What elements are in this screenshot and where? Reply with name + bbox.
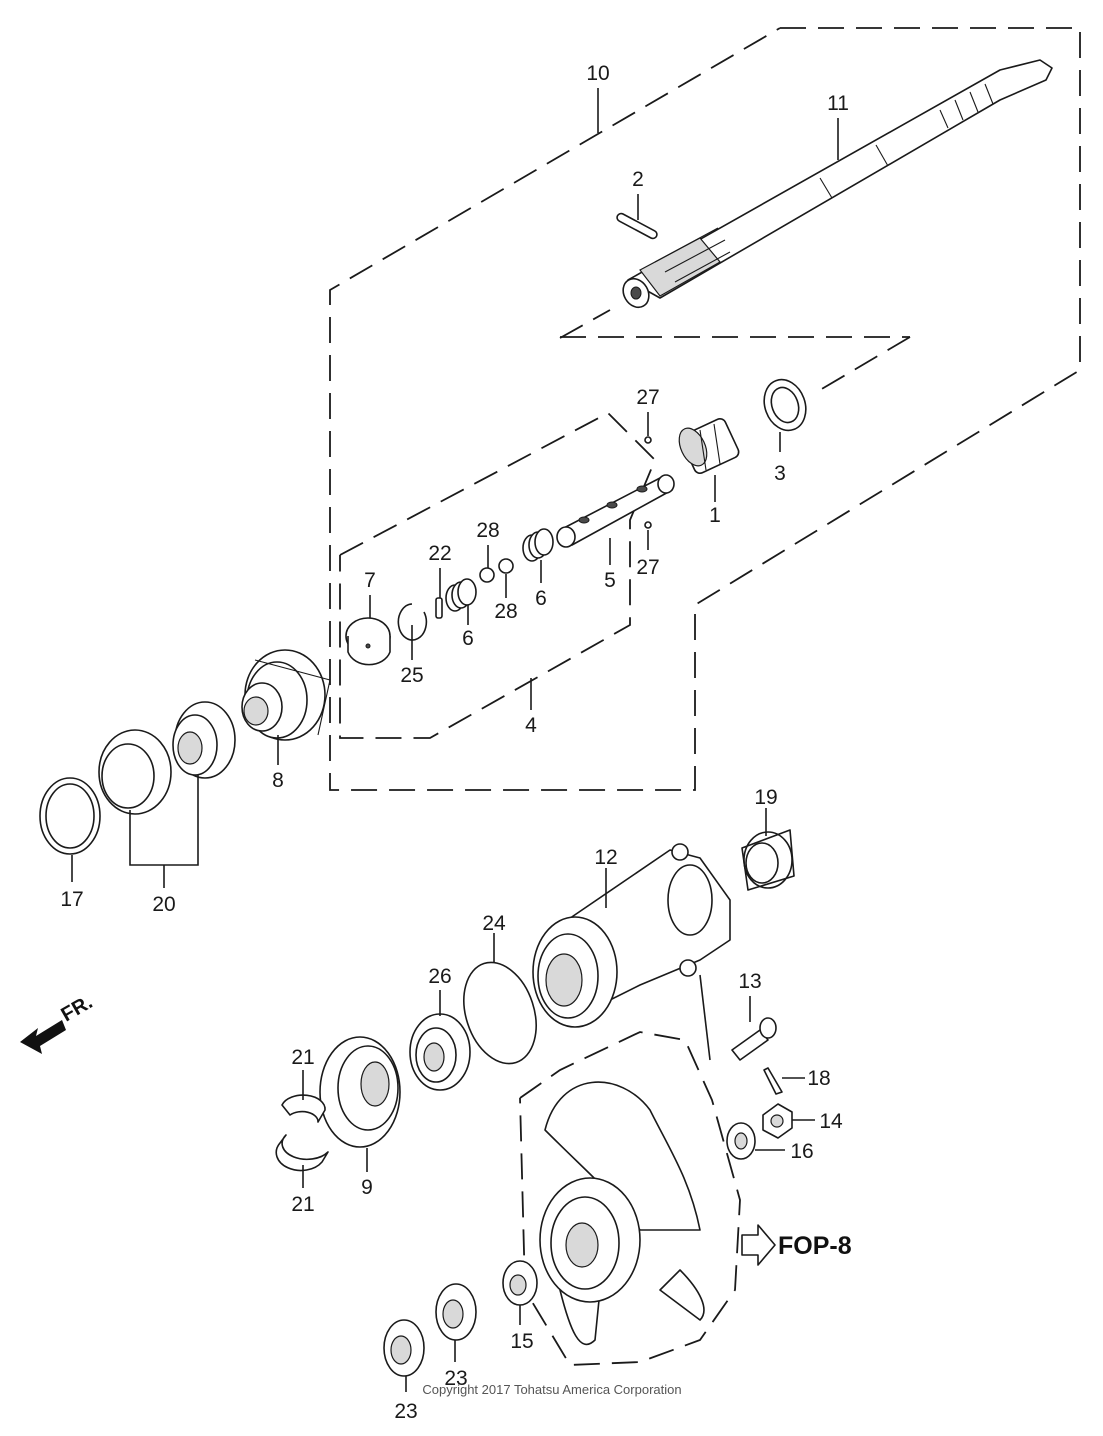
front-label: FR. bbox=[58, 991, 97, 1026]
shim bbox=[39, 777, 101, 855]
callout-19: 19 bbox=[754, 786, 777, 809]
callout-18: 18 bbox=[807, 1067, 830, 1090]
needle-bearing bbox=[741, 829, 795, 891]
callout-1: 1 bbox=[709, 504, 721, 527]
callout-27-bottom: 27 bbox=[636, 556, 659, 579]
ball-bearing bbox=[409, 1013, 471, 1091]
callout-2: 2 bbox=[632, 168, 644, 191]
propeller bbox=[539, 1081, 705, 1346]
spacer bbox=[502, 1260, 538, 1306]
callout-13: 13 bbox=[738, 970, 761, 993]
shaft-inner-boundary bbox=[559, 309, 611, 339]
pin-22 bbox=[435, 597, 443, 619]
callout-28-bottom: 28 bbox=[494, 600, 517, 623]
callout-20: 20 bbox=[152, 893, 175, 916]
copyright-notice: Copyright 2017 Tohatsu America Corporati… bbox=[422, 1382, 681, 1397]
callout-28-top: 28 bbox=[476, 519, 499, 542]
bearing-race bbox=[98, 729, 172, 815]
oil-seal-1 bbox=[435, 1283, 477, 1341]
callout-5: 5 bbox=[604, 569, 616, 592]
roller-bearing bbox=[172, 701, 236, 779]
propeller-boundary bbox=[519, 1031, 741, 1366]
bolt bbox=[731, 1017, 777, 1061]
callout-17: 17 bbox=[60, 888, 83, 911]
callout-3: 3 bbox=[774, 462, 786, 485]
shift-assembly-boundary bbox=[339, 411, 657, 739]
leader-lines bbox=[71, 88, 839, 1392]
shaft-assembly-boundary bbox=[329, 27, 1081, 791]
thrust-washer-upper bbox=[281, 1094, 326, 1123]
callout-9: 9 bbox=[361, 1176, 373, 1199]
plunger bbox=[345, 617, 391, 666]
callout-23-right: 23 bbox=[444, 1367, 467, 1390]
callout-12: 12 bbox=[594, 846, 617, 869]
propeller-shaft bbox=[622, 59, 1053, 309]
cotter-pin bbox=[763, 1067, 783, 1095]
callout-10: 10 bbox=[586, 62, 609, 85]
callout-11: 11 bbox=[827, 92, 849, 115]
forward-gear bbox=[241, 649, 331, 741]
shaft-underline-dash-2 bbox=[819, 336, 911, 391]
callout-7: 7 bbox=[364, 569, 376, 592]
callout-21-bottom: 21 bbox=[291, 1193, 314, 1216]
spring-right bbox=[522, 528, 554, 562]
reverse-gear bbox=[319, 1036, 401, 1148]
callout-24: 24 bbox=[482, 912, 506, 935]
callout-6-left: 6 bbox=[462, 627, 474, 650]
reference-label[interactable]: FOP-8 bbox=[778, 1232, 852, 1260]
spring-left bbox=[445, 578, 477, 612]
callout-25: 25 bbox=[400, 664, 423, 687]
callout-14: 14 bbox=[819, 1110, 843, 1133]
ball-1 bbox=[479, 567, 495, 583]
reference-arrow-icon bbox=[741, 1224, 776, 1266]
reference-pointer[interactable]: FOP-8 bbox=[741, 1224, 852, 1266]
callout-23-left: 23 bbox=[394, 1400, 417, 1423]
callout-labels: 10 11 2 27 1 3 28 22 27 7 6 5 28 6 25 4 … bbox=[60, 62, 849, 1423]
circlip bbox=[397, 603, 428, 641]
ball-27-bottom bbox=[644, 521, 652, 529]
callout-4: 4 bbox=[525, 714, 537, 737]
thrust-washer-lower bbox=[275, 1134, 329, 1172]
washer bbox=[726, 1122, 756, 1160]
clutch bbox=[678, 417, 740, 475]
ring bbox=[763, 378, 807, 432]
callout-16: 16 bbox=[790, 1140, 813, 1163]
o-ring bbox=[463, 961, 537, 1065]
front-direction-arrow: FR. bbox=[20, 991, 96, 1054]
ball-2 bbox=[498, 558, 514, 574]
shift-rod bbox=[556, 474, 675, 548]
callout-26: 26 bbox=[428, 965, 451, 988]
callout-27-top: 27 bbox=[636, 386, 659, 409]
pin bbox=[616, 212, 658, 240]
ball-27-top bbox=[644, 436, 652, 444]
oil-seal-2 bbox=[383, 1319, 425, 1377]
callout-21-top: 21 bbox=[291, 1046, 314, 1069]
callout-22: 22 bbox=[428, 542, 451, 565]
castle-nut bbox=[762, 1103, 793, 1139]
callout-15: 15 bbox=[510, 1330, 533, 1353]
callout-6-right: 6 bbox=[535, 587, 547, 610]
bearing-housing bbox=[532, 843, 731, 1028]
callout-8: 8 bbox=[272, 769, 284, 792]
